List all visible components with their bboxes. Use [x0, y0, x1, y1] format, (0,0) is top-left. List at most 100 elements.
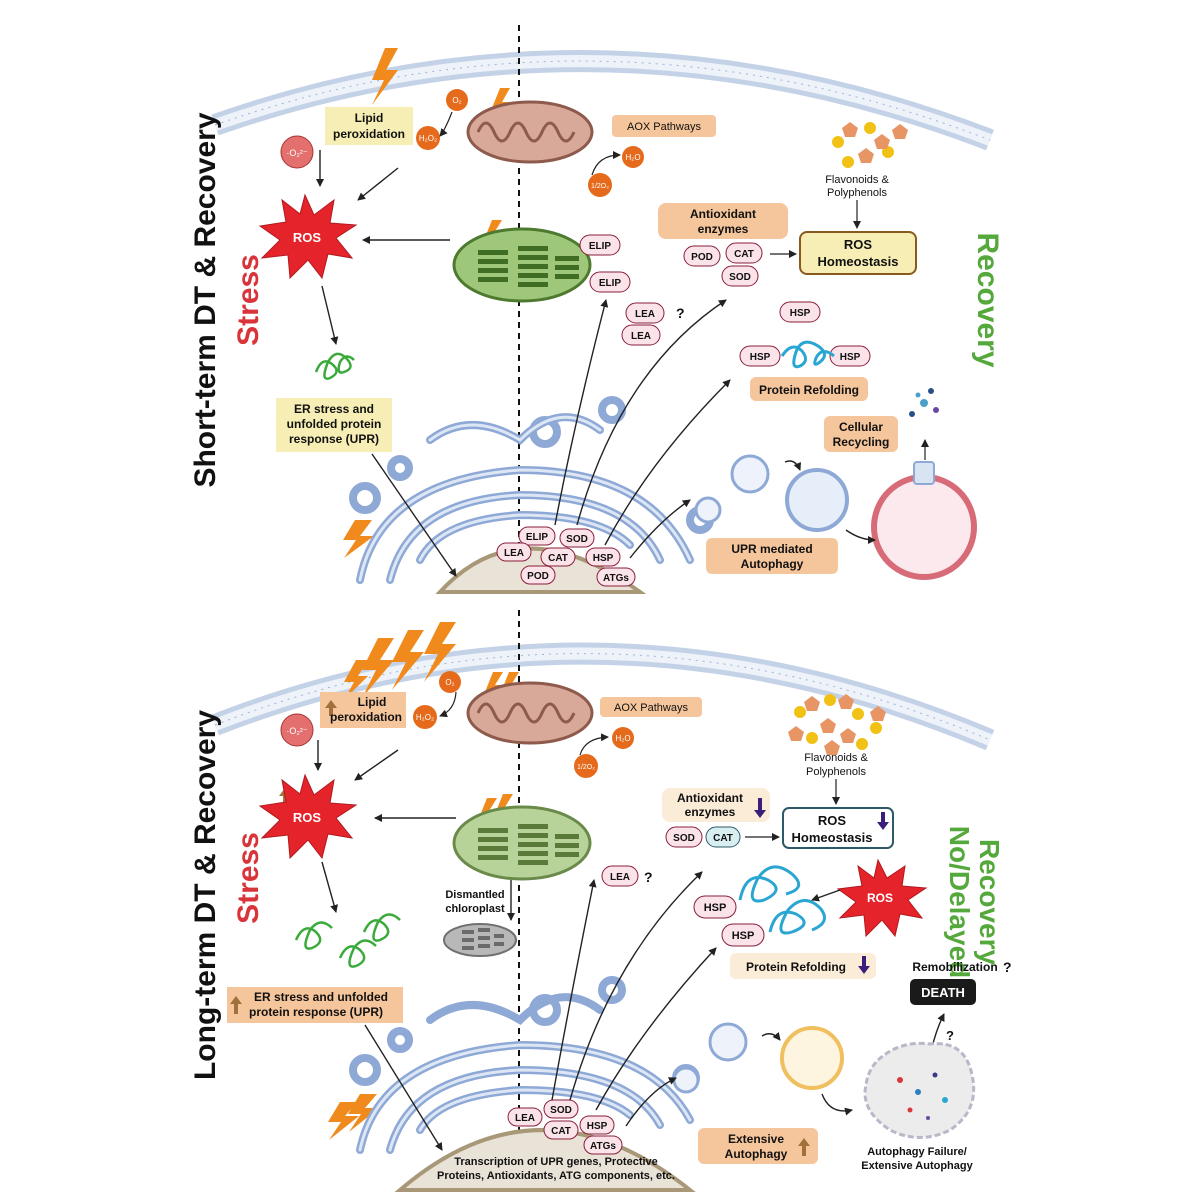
remobilization-label: Remobilization [912, 960, 997, 974]
elip-pill: ELIP [599, 278, 622, 289]
h2o-label: H₂O [615, 734, 630, 743]
enzyme-pill: SOD [729, 272, 751, 283]
enzyme-pill: SOD [673, 833, 695, 844]
chloroplast [452, 227, 592, 303]
extensive-autophagy-label: Extensive [728, 1132, 784, 1146]
stress-label: Stress [232, 254, 265, 346]
aox-pathways-label: AOX Pathways [614, 702, 688, 714]
flavonoids-label: Flavonoids & [825, 174, 889, 186]
nucleus-pill: SOD [566, 534, 588, 545]
autophagosome-large [780, 1026, 844, 1090]
er-stress-label: protein response (UPR) [249, 1005, 383, 1019]
nucleus-pill: POD [527, 571, 549, 582]
hsp-pill: HSP [750, 352, 771, 363]
lipid-peroxidation-label: Lipid [355, 111, 384, 125]
superoxide-label: ·O₂²⁻ [286, 148, 307, 158]
superoxide-circle [280, 135, 314, 169]
lightning-icon [424, 622, 456, 682]
cellular-recycling-label: Recycling [833, 435, 890, 449]
bottom-panel: Long-term DT & Recovery Stress No/Delaye… [189, 610, 1012, 1192]
antioxidant-enzymes-box [662, 788, 770, 822]
superoxide-circle [280, 713, 314, 747]
h2o2-circle [416, 126, 440, 150]
er-stress-label: ER stress and unfolded [254, 990, 388, 1004]
nucleus-pill: ELIP [526, 532, 549, 543]
nucleus-pill: HSP [587, 1121, 608, 1132]
ros-label: ROS [293, 230, 322, 245]
lightning-icon [372, 48, 398, 105]
nucleus-pill: SOD [550, 1105, 572, 1116]
down-arrow-icon [754, 798, 766, 818]
ros-homeostasis-label: ROS [844, 237, 873, 252]
er-stress-box [276, 398, 392, 452]
misfolded-protein-icon [768, 899, 826, 935]
er-stress-label: ER stress and [294, 402, 374, 416]
flow-arrows [314, 740, 853, 1151]
antioxidant-enzymes-box [658, 203, 788, 239]
lightning-icon [328, 1102, 359, 1140]
er-stress-label: unfolded protein [287, 417, 382, 431]
misfolded-protein-icon [738, 865, 801, 903]
up-arrow-icon [325, 700, 337, 716]
misfolded-protein-icon [314, 352, 355, 380]
antioxidant-label: enzymes [685, 805, 736, 819]
lipid-peroxidation-box [320, 692, 406, 728]
death-label: DEATH [921, 985, 965, 1000]
vacuole [871, 474, 977, 580]
down-arrow-icon [877, 812, 889, 830]
stress-label: Stress [232, 832, 265, 924]
transcription-label: Transcription of UPR genes, Protective [454, 1156, 658, 1168]
o2-circle [446, 89, 468, 111]
mitochondrion [466, 681, 594, 745]
lightning-icon [343, 520, 374, 558]
ros-burst-icon [258, 193, 358, 280]
protein-refolding-label: Protein Refolding [759, 383, 859, 397]
lightning-icon [344, 660, 368, 700]
enzyme-pills: POD CAT SOD [683, 242, 763, 287]
recovery-label: No/Delayed [944, 826, 975, 979]
recycled-particles [909, 388, 939, 417]
lea-pill: LEA [631, 331, 651, 342]
er-stress-label: response (UPR) [289, 432, 379, 446]
ros-homeostasis-label: Homeostasis [792, 830, 873, 845]
extensive-autophagy-label: Autophagy [725, 1147, 788, 1161]
lipid-peroxidation-label: peroxidation [333, 127, 405, 141]
aox-pathways-box [600, 697, 702, 717]
half-o2-circle [588, 173, 612, 197]
enzyme-pill: POD [691, 252, 713, 263]
h2o-circle [622, 146, 644, 168]
h2o-circle [612, 727, 634, 749]
lea-pill: LEA [610, 872, 630, 883]
question-mark: ? [1003, 959, 1012, 975]
folded-protein-icon [780, 340, 835, 369]
upr-autophagy-label: Autophagy [741, 557, 804, 571]
lipid-peroxidation-label: Lipid [358, 695, 387, 709]
autophagy-failure-label: Autophagy Failure/ [867, 1146, 967, 1158]
h2o2-label: H₂O₂ [416, 713, 434, 722]
ros-label: ROS [293, 810, 322, 825]
antioxidant-label: Antioxidant [690, 207, 756, 221]
question-mark: ? [946, 1028, 954, 1043]
enzyme-pill: CAT [713, 833, 733, 844]
ros-homeostasis-box [782, 807, 894, 849]
dismantled-label: Dismantled [445, 889, 504, 901]
protein-refolding-label: Protein Refolding [746, 960, 846, 974]
o2-label: O₂ [452, 96, 461, 105]
upr-autophagy-box [706, 538, 838, 574]
cellular-recycling-box [824, 416, 898, 452]
half-o2-label: 1/2O₂ [577, 764, 595, 771]
ros-homeostasis-label: Homeostasis [818, 254, 899, 269]
nucleus-pill: ATGs [603, 573, 629, 584]
flavonoid-molecules [832, 122, 908, 168]
half-o2-circle [574, 754, 598, 778]
hsp-pill: HSP [840, 352, 861, 363]
ros-label: ROS [867, 891, 893, 905]
upr-autophagy-label: UPR mediated [731, 542, 812, 556]
vesicle [694, 496, 722, 524]
misfolded-protein-icon [294, 913, 401, 968]
lightning-icon [348, 1094, 379, 1132]
nucleus-pill: CAT [548, 553, 568, 564]
elip-pill: ELIP [589, 241, 612, 252]
extensive-autophagy-box [698, 1128, 818, 1164]
up-arrow-icon [230, 996, 242, 1014]
